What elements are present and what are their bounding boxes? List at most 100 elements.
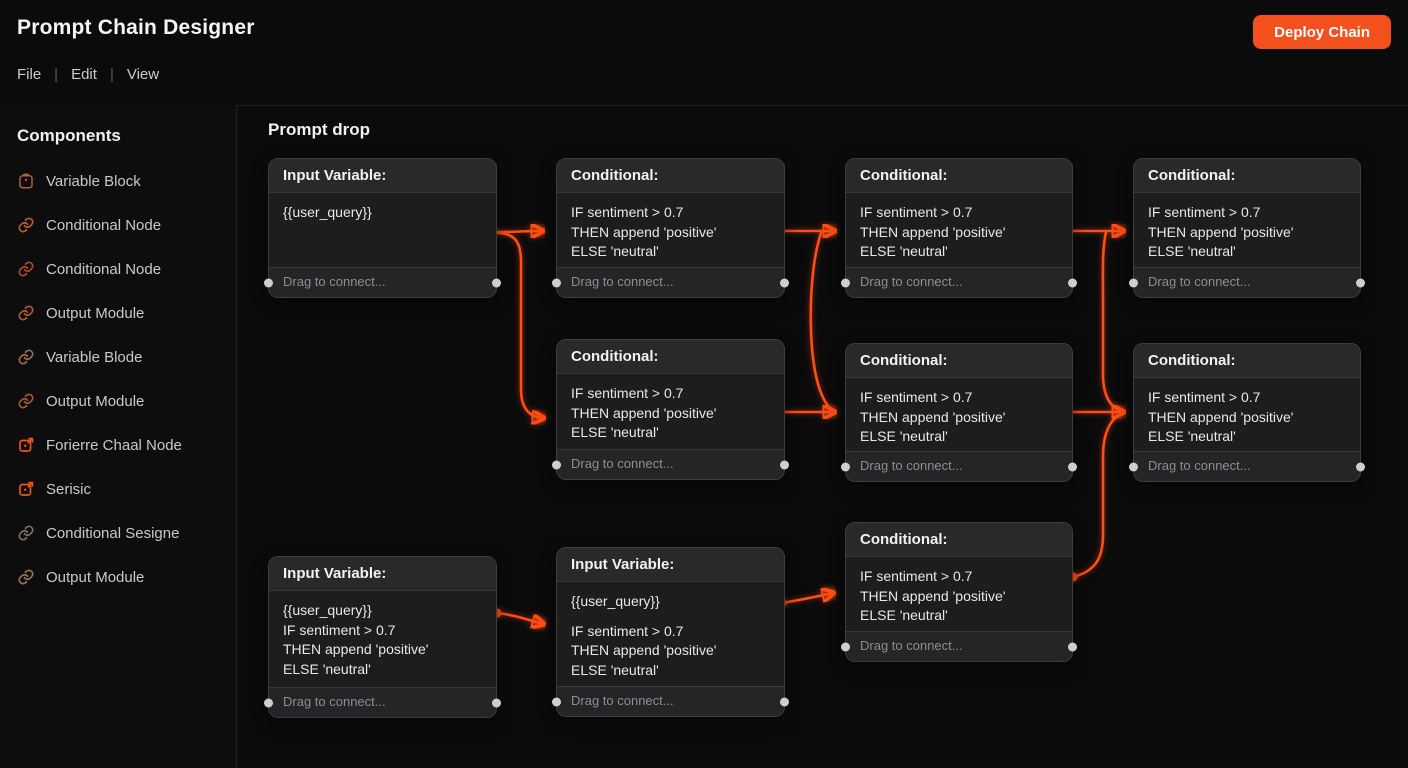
node-footer: Drag to connect... — [841, 451, 1077, 481]
wire-n9-n10 — [495, 611, 543, 624]
menu-item-edit[interactable]: Edit — [71, 66, 97, 83]
connector-dot-left[interactable] — [264, 278, 273, 287]
page-title: Prompt Chain Designer — [17, 16, 255, 39]
menu-bar: File | Edit | View — [17, 66, 159, 83]
sidebar-item-label: Forierre Chaal Node — [46, 436, 182, 454]
sidebar-item-variable-block[interactable]: Variable Block — [17, 169, 219, 193]
menu-item-file[interactable]: File — [17, 66, 42, 83]
node-body-line: IF sentiment > 0.7 — [1148, 389, 1261, 405]
wire-n10-n8 — [780, 593, 833, 605]
node-conditional-r2c2[interactable]: Conditional: IF sentiment > 0.7 THEN app… — [552, 339, 789, 480]
connector-dot-right[interactable] — [1068, 278, 1077, 287]
connector-dot-left[interactable] — [552, 460, 561, 469]
node-footer-label: Drag to connect... — [860, 458, 963, 473]
node-footer: Drag to connect... — [264, 267, 501, 297]
node-body: {{user_query}} IF sentiment > 0.7 THEN a… — [269, 591, 496, 687]
sidebar-item-conditional-node-2[interactable]: Conditional Node — [17, 257, 219, 281]
menu-item-view[interactable]: View — [126, 66, 160, 83]
connector-dot-left[interactable] — [552, 697, 561, 706]
node-conditional-r1c4[interactable]: Conditional: IF sentiment > 0.7 THEN app… — [1129, 158, 1365, 298]
menu-separator: | — [109, 66, 114, 83]
sidebar-item-label: Conditional Sesigne — [46, 524, 180, 542]
sidebar-item-label: Output Module — [46, 568, 145, 586]
node-body-line: THEN append 'positive' — [283, 641, 429, 657]
sidebar-item-label: Output Module — [46, 304, 145, 322]
sidebar-item-label: Conditional Node — [46, 260, 162, 278]
node-body: IF sentiment > 0.7 THEN append 'positive… — [557, 374, 784, 449]
node-footer-label: Drag to connect... — [283, 694, 386, 709]
connector-dot-right[interactable] — [780, 460, 789, 469]
sidebar-item-conditional-sesigne[interactable]: Conditional Sesigne — [17, 521, 219, 545]
node-body: IF sentiment > 0.7 THEN append 'positive… — [846, 193, 1072, 267]
connector-dot-left[interactable] — [841, 642, 850, 651]
node-body-line: IF sentiment > 0.7 — [1148, 204, 1261, 220]
connector-dot-right[interactable] — [492, 698, 501, 707]
sidebar-item-output-module-2[interactable]: Output Module — [17, 389, 219, 413]
node-title: Input Variable: — [269, 159, 496, 193]
node-conditional-r1c3[interactable]: Conditional: IF sentiment > 0.7 THEN app… — [841, 158, 1077, 298]
node-body-line: THEN append 'positive' — [860, 408, 1006, 425]
sidebar-item-output-module-3[interactable]: Output Module — [17, 565, 219, 589]
node-footer-label: Drag to connect... — [860, 274, 963, 289]
connector-dot-right[interactable] — [1068, 642, 1077, 651]
link-icon — [17, 260, 35, 278]
connector-dot-right[interactable] — [1356, 462, 1365, 471]
sidebar-item-variable-blode[interactable]: Variable Blode — [17, 345, 219, 369]
node-body-line: IF sentiment > 0.7 — [860, 568, 973, 584]
node-input-variable-r3c2[interactable]: Input Variable: {{user_query}} IF sentim… — [552, 547, 789, 717]
node-body-line: ELSE 'neutral' — [571, 243, 659, 259]
connector-dot-left[interactable] — [552, 278, 561, 287]
node-conditional-r1c2[interactable]: Conditional: IF sentiment > 0.7 THEN app… — [552, 158, 789, 298]
node-footer-label: Drag to connect... — [1148, 274, 1251, 289]
node-body-line: ELSE 'neutral' — [571, 661, 659, 678]
connector-dot-left[interactable] — [841, 278, 850, 287]
node-footer-label: Drag to connect... — [860, 638, 963, 653]
connector-dot-left[interactable] — [1129, 462, 1138, 471]
node-body-line: THEN append 'positive' — [571, 223, 717, 240]
connector-dot-right[interactable] — [780, 697, 789, 706]
sidebar: Components Variable Block Conditional No… — [0, 105, 237, 768]
node-input-variable-r1c1[interactable]: Input Variable: {{user_query}} Drag to c… — [264, 158, 501, 298]
connector-dot-left[interactable] — [1129, 278, 1138, 287]
link-icon — [17, 216, 35, 234]
node-body: IF sentiment > 0.7 THEN append 'positive… — [1134, 193, 1360, 267]
sidebar-item-output-module-1[interactable]: Output Module — [17, 301, 219, 325]
node-body-line: ELSE 'neutral' — [860, 243, 948, 259]
connector-dot-left[interactable] — [264, 698, 273, 707]
connector-dot-right[interactable] — [1356, 278, 1365, 287]
node-body-line: IF sentiment > 0.7 — [283, 621, 396, 638]
node-title: Conditional: — [1134, 344, 1360, 378]
wire-n1-n5 — [495, 231, 543, 418]
node-body: {{user_query}} — [269, 193, 496, 267]
connector-dot-right[interactable] — [780, 278, 789, 287]
node-input-variable-r3c1[interactable]: Input Variable: {{user_query}} IF sentim… — [264, 556, 501, 718]
node-footer: Drag to connect... — [1129, 451, 1365, 481]
sidebar-item-serisic[interactable]: Serisic — [17, 477, 219, 501]
node-body: IF sentiment > 0.7 THEN append 'positive… — [1134, 378, 1360, 451]
sidebar-heading: Components — [17, 126, 121, 145]
node-body-line: ELSE 'neutral' — [1148, 243, 1236, 259]
wire-n2-n6 — [809, 231, 834, 412]
node-conditional-r2c3[interactable]: Conditional: IF sentiment > 0.7 THEN app… — [841, 343, 1077, 482]
connector-dot-left[interactable] — [841, 462, 850, 471]
canvas: Prompt drop Input Variable — [237, 105, 1408, 768]
node-title: Conditional: — [557, 340, 784, 374]
sidebar-item-forierre-chaal-node[interactable]: Forierre Chaal Node — [17, 433, 219, 457]
menu-separator: | — [54, 66, 59, 83]
wire-n3-n7 — [1101, 230, 1123, 413]
node-conditional-r2c4[interactable]: Conditional: IF sentiment > 0.7 THEN app… — [1129, 343, 1365, 482]
node-conditional-r3c3[interactable]: Conditional: IF sentiment > 0.7 THEN app… — [841, 522, 1077, 662]
box-icon — [17, 172, 35, 190]
connector-dot-right[interactable] — [1068, 462, 1077, 471]
connector-dot-right[interactable] — [492, 278, 501, 287]
node-footer: Drag to connect... — [1129, 267, 1365, 297]
link-icon — [17, 304, 35, 322]
node-title: Conditional: — [846, 344, 1072, 378]
deploy-chain-button[interactable]: Deploy Chain — [1253, 15, 1391, 49]
node-body-line: {{user_query}} — [283, 204, 372, 220]
sidebar-item-label: Output Module — [46, 392, 145, 410]
box-arrow-icon — [17, 436, 35, 454]
node-body-line: THEN append 'positive' — [571, 642, 717, 658]
sidebar-item-conditional-node-1[interactable]: Conditional Node — [17, 213, 219, 237]
